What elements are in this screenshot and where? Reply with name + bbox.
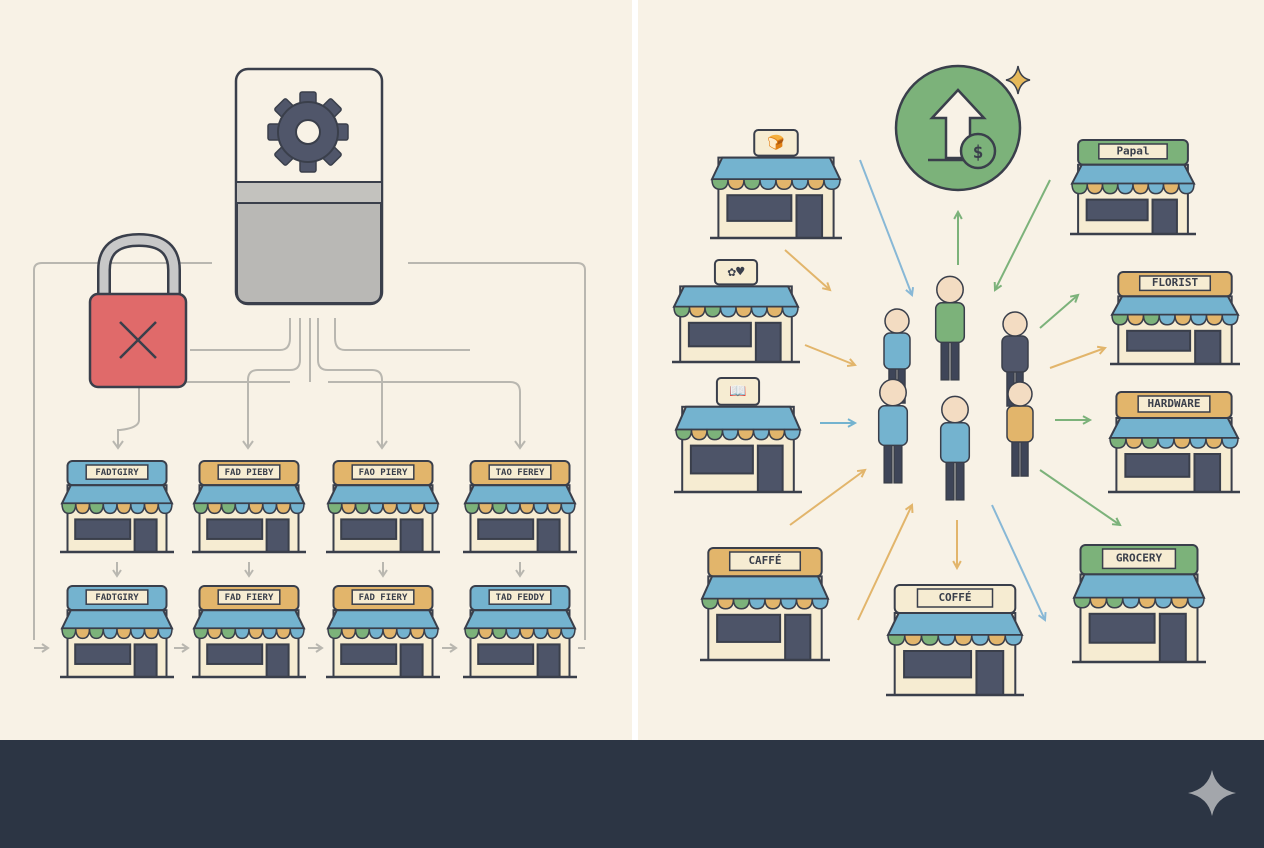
person [1006,381,1034,477]
shop-window [903,650,973,679]
store-sign-label: FADTGIRY [95,468,139,478]
shop-hardware: HARDWARE [1108,391,1240,494]
store-sign-label: FAD FIERY [225,593,274,603]
storefront: FAD FIERY [326,585,440,679]
shop-window [726,194,793,222]
shop-grocery: GROCERY [1072,544,1206,664]
sparkle-icon [1005,65,1031,95]
store-sign-label: FADTGIRY [95,593,139,603]
shop-window [477,518,535,540]
shop-window [687,321,752,348]
radiating-arrows [784,159,1122,622]
shop-door [784,613,812,661]
people-circle [877,275,1034,501]
shop-window [689,444,754,475]
shop-books: 📖 [674,377,802,494]
locked-padlock-x-icon [88,232,188,389]
store-sign-label: HARDWARE [1148,397,1201,410]
shop-door [133,518,158,554]
shop-window [340,518,398,540]
store-sign-label: TAO FEREY [496,468,545,478]
shop-door [1158,612,1187,663]
shop-papal: Papal [1070,139,1196,236]
shop-window [340,643,398,665]
storefront: FAO PIERY [326,460,440,554]
shop-door [1194,329,1222,365]
store-sign-label: Papal [1116,144,1149,157]
shop-door [399,518,424,554]
shop-bakery: 🍞 [710,129,842,240]
gear-icon [267,91,349,173]
person [877,378,909,484]
store-sign-label: FAO PIERY [359,468,408,478]
shop-door [265,643,290,679]
bread-icon: 🍞 [767,134,784,151]
shop-door [265,518,290,554]
storefront: FADTGIRY [60,460,174,554]
storefront: FAD FIERY [192,585,306,679]
shop-window [74,518,132,540]
shop-door [133,643,158,679]
shop-window [716,613,782,643]
footer-band [0,740,1264,848]
shop-door [1151,198,1178,236]
store-sign-label: CAFFÉ [748,554,781,567]
shop-florist: FLORIST [1110,271,1240,366]
store-grid: FADTGIRY FAD PIEBY FAO PIERY TAO FEREY FADTG… [60,460,577,679]
book-icon: 📖 [729,383,746,399]
store-sign-label: TAD FEDDY [496,593,545,603]
shop-window [206,518,264,540]
central-server [234,67,384,306]
shop-gift: ✿♥ [672,259,800,364]
shop-door [1193,453,1222,493]
shop-window [1126,329,1192,352]
shop-door [754,321,782,363]
store-sign-label: FAD FIERY [359,593,408,603]
svg-text:$: $ [973,142,984,163]
shop-window [206,643,264,665]
store-sign-label: FLORIST [1152,276,1199,289]
shop-door [756,444,784,494]
shop-window [1124,453,1191,478]
store-sign-label: FAD PIEBY [225,468,274,478]
shop-window [74,643,132,665]
sparkle-icon [1188,770,1236,816]
person [934,275,966,381]
store-sign-label: COFFÉ [938,591,971,604]
panel-divider [632,0,638,740]
shop-coffe: COFFÉ [886,584,1024,697]
storefront: TAD FEDDY [463,585,577,679]
storefront: TAO FEREY [463,460,577,554]
shop-door [975,650,1005,696]
store-sign-label: GROCERY [1116,552,1163,565]
shop-window [1085,198,1149,222]
flower-heart-icon: ✿♥ [728,264,745,280]
shop-door [795,194,824,239]
shop-door [536,643,561,679]
shop-window [477,643,535,665]
shop-window [1088,612,1156,644]
storefront: FAD PIEBY [192,460,306,554]
person [939,395,971,501]
shop-caffe: CAFFÉ [700,547,830,662]
arrow-up-dollar-icon: $ [894,64,1022,192]
shop-door [536,518,561,554]
shop-door [399,643,424,679]
storefront: FADTGIRY [60,585,174,679]
